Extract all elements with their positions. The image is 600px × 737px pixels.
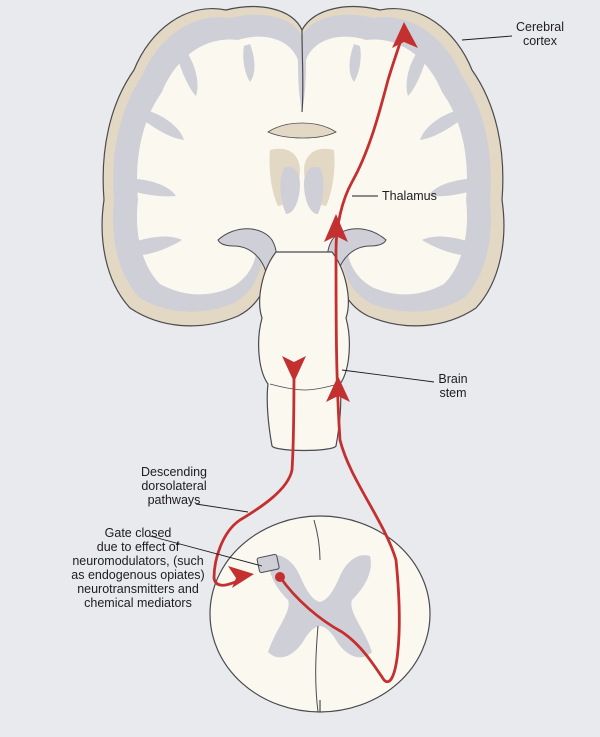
descending-pathways-label: Descending dorsolateral pathways [140,465,207,507]
cortex-arrowhead [392,22,418,48]
cerebral-cortex-label: Cerebral cortex [516,20,564,48]
gate-closed-label: Gate closed due to effect of neuromodula… [71,526,205,610]
thalamus-gray [280,166,324,214]
gate-box [256,553,280,574]
white-matter [136,36,468,295]
gate-arrowhead [228,566,254,588]
gate-leader [149,535,263,567]
descending-leader [195,503,249,513]
arrowheads [228,22,418,588]
pathways [212,28,406,684]
thalamus-arrowhead [324,214,348,242]
brainstem-up-arrowhead [326,376,350,402]
leader-lines [149,35,513,567]
corpus-callosum [267,122,337,139]
neuron-dot [275,572,285,582]
cortex-leader [461,35,513,41]
brainstem-leader [341,369,435,383]
brain-section [101,6,505,327]
sulci [118,44,486,256]
thalamus-label: Thalamus [382,189,437,203]
descending-pathway [212,362,296,587]
brainstem-down-arrowhead [282,356,306,382]
spinal-gray-matter [268,555,372,658]
brain-stem-label: Brain stem [438,372,468,400]
ascending-pathway [278,28,406,684]
spinal-cord [209,515,431,713]
longitudinal-fissure [301,29,304,113]
